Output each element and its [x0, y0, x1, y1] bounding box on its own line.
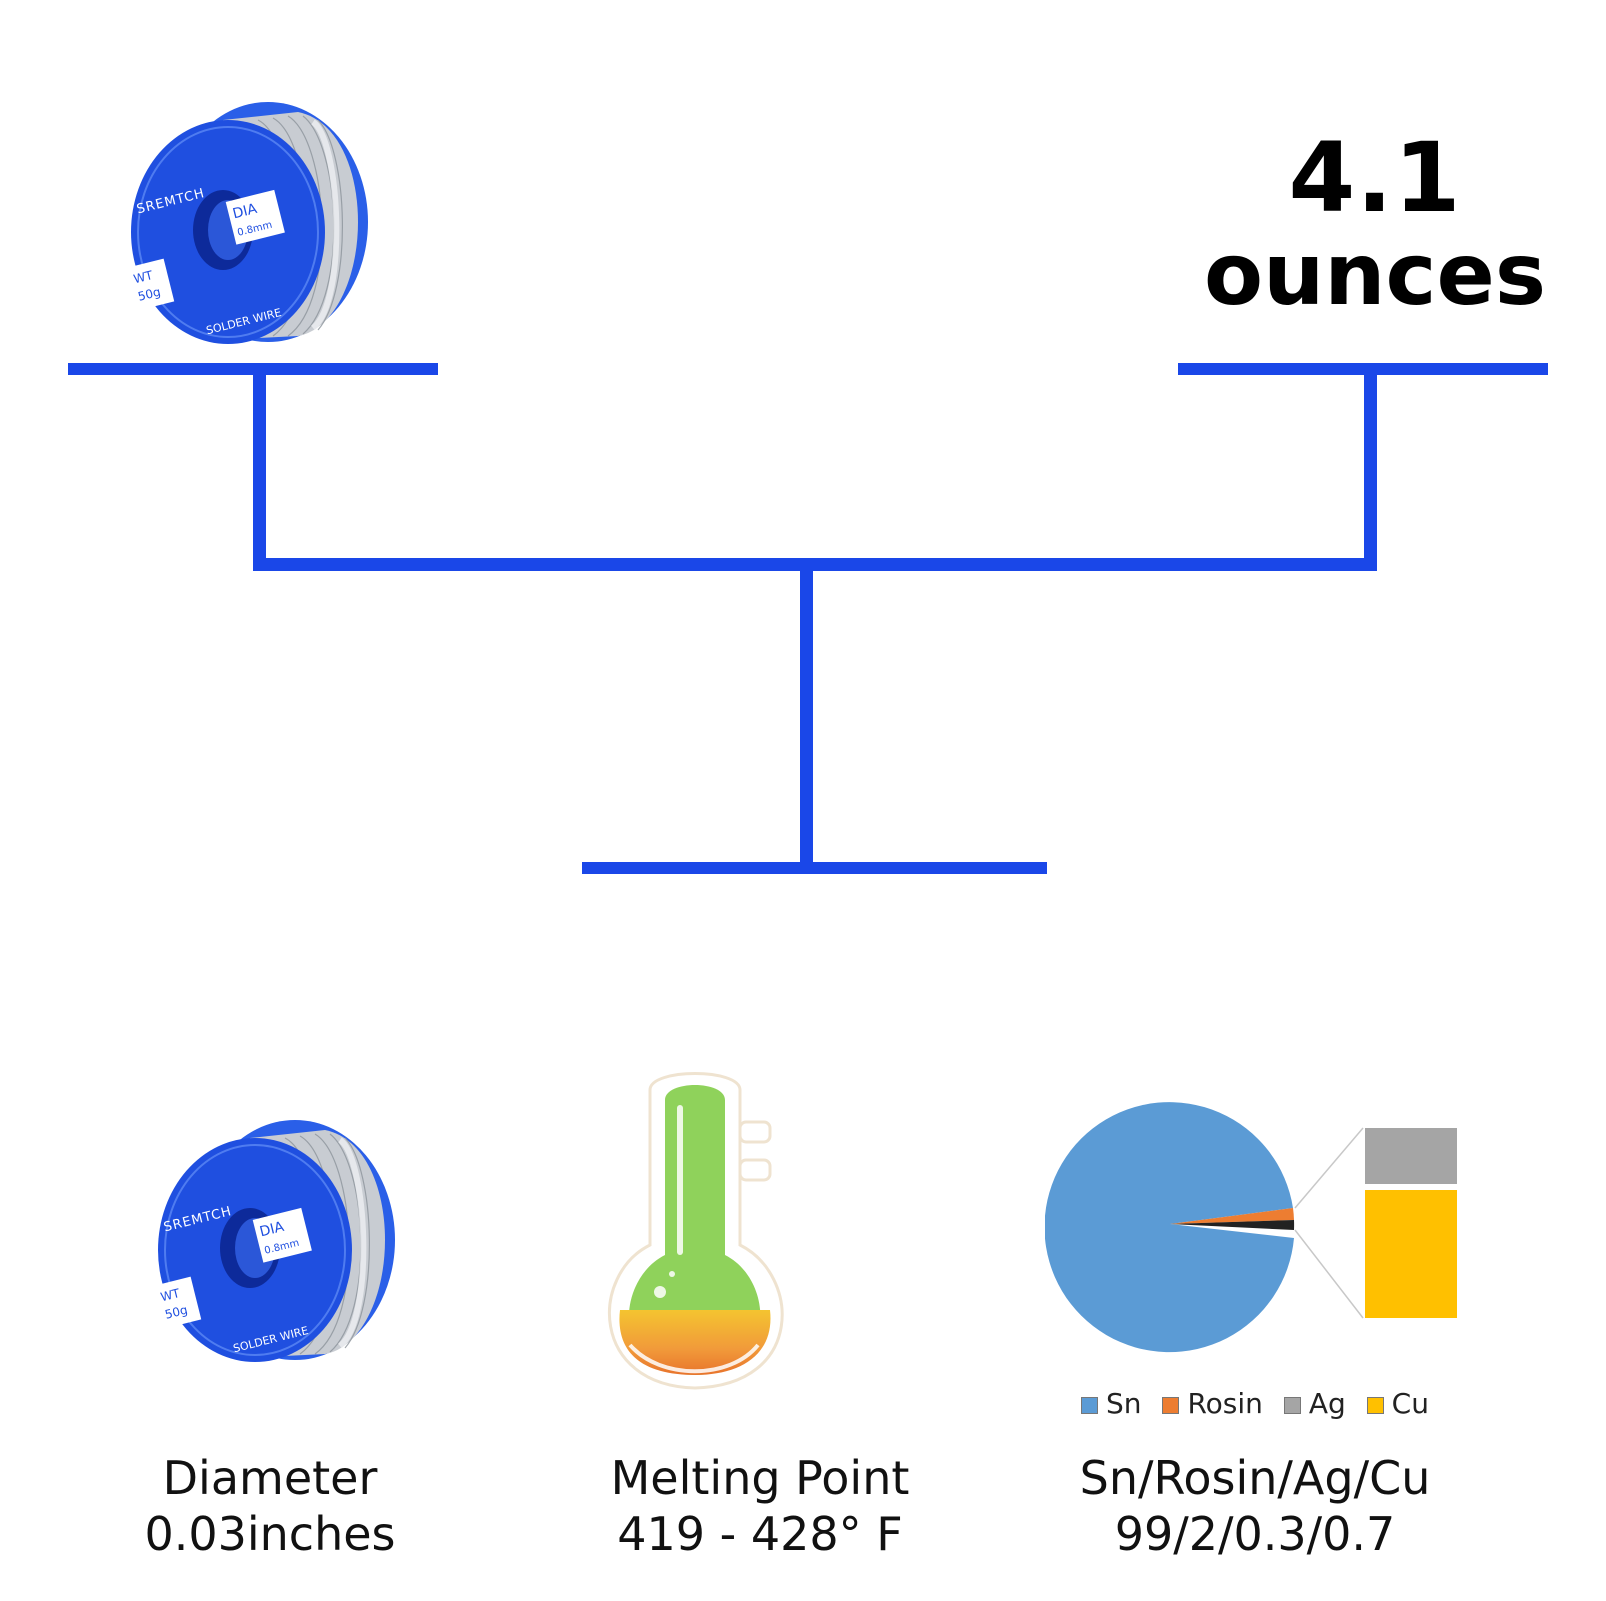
right-pan [1178, 363, 1548, 375]
legend-item-cu: Cu [1366, 1387, 1429, 1420]
feature-caption: Sn/Rosin/Ag/Cu 99/2/0.3/0.7 [1035, 1450, 1475, 1562]
right-post [1364, 370, 1377, 570]
feature-diameter: SREMTCH DIA 0.8mm WT 50g SOLDER WIRE Dia… [50, 1090, 490, 1562]
beam [253, 558, 1377, 571]
feature-title: Melting Point [610, 1451, 910, 1505]
bar-segment-ag [1365, 1128, 1457, 1184]
spool-wt-value: 50g [136, 285, 162, 304]
spool-wt-value: 50g [163, 1303, 189, 1322]
spool-dia-label: DIA [231, 201, 259, 223]
base [582, 862, 1047, 874]
feature-value: 0.03inches [144, 1507, 396, 1561]
feature-title: Sn/Rosin/Ag/Cu [1079, 1451, 1431, 1505]
feature-value: 419 - 428° F [617, 1507, 903, 1561]
legend-item-rosin: Rosin [1162, 1387, 1263, 1420]
feature-title: Diameter [162, 1451, 378, 1505]
thermometer-icon [608, 1072, 784, 1390]
feature-caption: Diameter 0.03inches [50, 1450, 490, 1562]
balance-scale [68, 363, 1548, 874]
feature-value: 99/2/0.3/0.7 [1114, 1507, 1396, 1561]
pie-slice-ag-cu [1170, 1220, 1295, 1230]
legend-item-ag: Ag [1283, 1387, 1346, 1420]
weight-label: 4.1 ounces [1185, 130, 1565, 318]
spool-dia-label: DIA [258, 1219, 286, 1241]
feature-caption: Melting Point 419 - 428° F [540, 1450, 980, 1562]
left-pan [68, 363, 438, 375]
bar-segment-cu [1365, 1190, 1457, 1318]
composition-legend: Sn Rosin Ag Cu [1035, 1387, 1475, 1420]
weight-unit: ounces [1203, 225, 1547, 325]
feature-composition: Sn Rosin Ag Cu Sn/Rosin/Ag/Cu 99/2/0.3/0… [1035, 1090, 1475, 1562]
feature-melting-point: Melting Point 419 - 428° F [540, 1072, 980, 1562]
legend-item-sn: Sn [1081, 1387, 1142, 1420]
weight-value: 4.1 [1288, 122, 1462, 234]
solder-spool-image: SREMTCH DIA 0.8mm WT 50g SOLDER WIRE [126, 102, 368, 344]
pie-slice-sn [1045, 1102, 1294, 1353]
composition-pie-chart [1045, 1102, 1457, 1353]
spool-wt-label: WT [132, 268, 155, 286]
pie-slice-rosin [1170, 1208, 1294, 1224]
solder-spool-image: SREMTCH DIA 0.8mm WT 50g SOLDER WIRE [153, 1120, 395, 1362]
center-post [800, 565, 813, 865]
spool-wt-label: WT [159, 1286, 182, 1304]
left-post [253, 370, 266, 570]
